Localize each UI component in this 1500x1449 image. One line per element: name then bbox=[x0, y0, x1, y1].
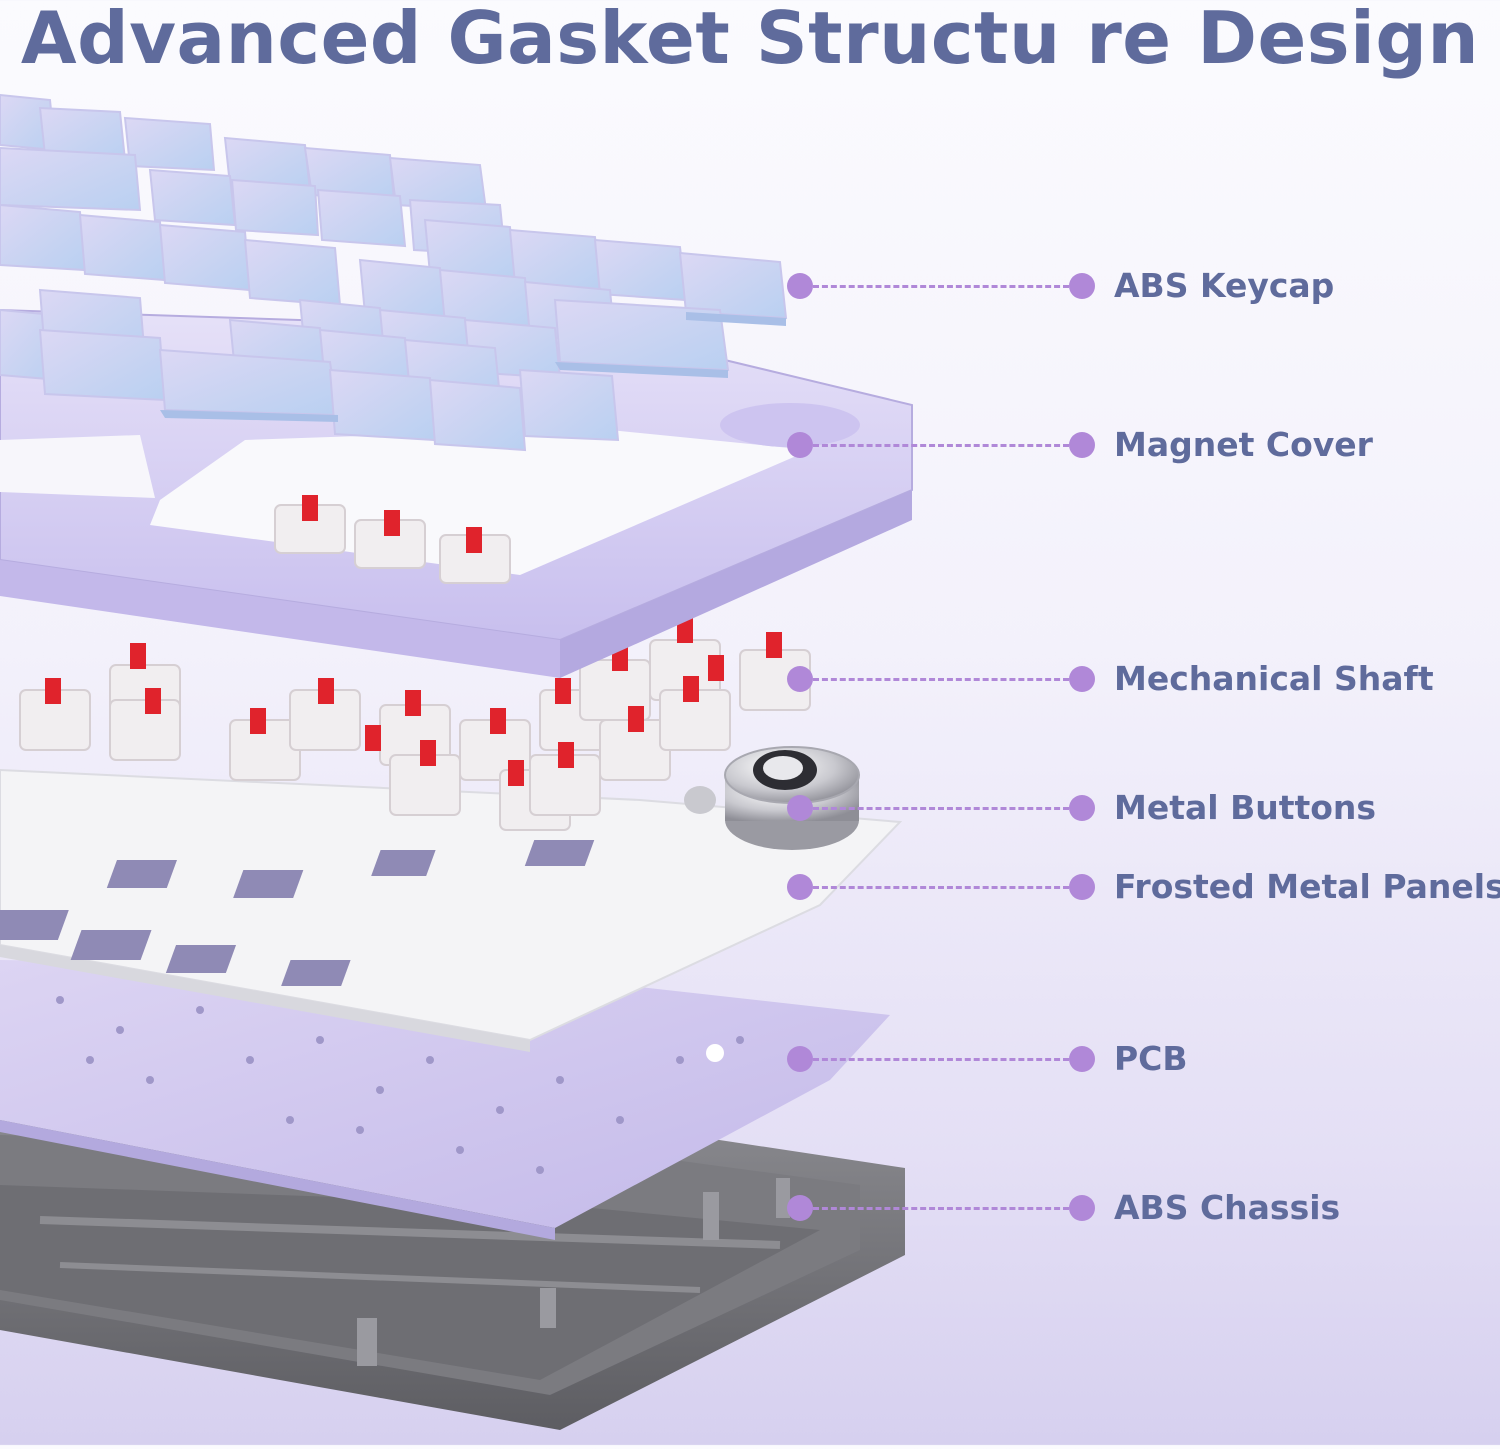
callout-label: ABS Keycap bbox=[1114, 266, 1335, 305]
callout-label: Mechanical Shaft bbox=[1114, 659, 1434, 698]
callout-dot-start bbox=[787, 666, 813, 692]
frosted-metal-panel-layer bbox=[0, 768, 903, 1052]
mechanical-shaft-layer bbox=[19, 617, 811, 831]
callout-dashed-line bbox=[813, 285, 1069, 288]
callout-dashed-line bbox=[813, 1058, 1069, 1061]
callout-dot-start bbox=[787, 432, 813, 458]
magnet-cover-layer bbox=[0, 308, 913, 678]
abs-chassis-layer bbox=[0, 1110, 905, 1430]
callout-dot-start bbox=[787, 1046, 813, 1072]
callout-magnet-cover: Magnet Cover bbox=[780, 420, 1500, 470]
callout-dot-end bbox=[1069, 432, 1095, 458]
pcb-layer bbox=[0, 960, 890, 1240]
callout-abs-chassis: ABS Chassis bbox=[780, 1183, 1500, 1233]
callout-dot-end bbox=[1069, 1195, 1095, 1221]
callout-dot-end bbox=[1069, 795, 1095, 821]
callout-dot-end bbox=[1069, 666, 1095, 692]
callout-label: Metal Buttons bbox=[1114, 788, 1377, 827]
callout-dot-end bbox=[1069, 874, 1095, 900]
callout-dot-start bbox=[787, 1195, 813, 1221]
callout-metal-buttons: Metal Buttons bbox=[780, 783, 1500, 833]
callout-dot-start bbox=[787, 874, 813, 900]
callout-dashed-line bbox=[813, 807, 1069, 810]
callout-dashed-line bbox=[813, 886, 1069, 889]
callout-abs-keycap: ABS Keycap bbox=[780, 261, 1500, 311]
callout-mechanical-shaft: Mechanical Shaft bbox=[780, 654, 1500, 704]
callout-dashed-line bbox=[813, 678, 1069, 681]
callout-dot-start bbox=[787, 273, 813, 299]
callout-pcb: PCB bbox=[780, 1034, 1500, 1084]
callout-dot-end bbox=[1069, 273, 1095, 299]
callout-dot-start bbox=[787, 795, 813, 821]
callout-label: Magnet Cover bbox=[1114, 425, 1373, 464]
callout-label: Frosted Metal Panels bbox=[1114, 867, 1500, 906]
callout-frosted-metal-panels: Frosted Metal Panels bbox=[780, 862, 1500, 912]
callout-dot-end bbox=[1069, 1046, 1095, 1072]
callout-label: ABS Chassis bbox=[1114, 1188, 1341, 1227]
page-title: Advanced Gasket Structu re Design bbox=[20, 0, 1480, 80]
callout-dashed-line bbox=[813, 1207, 1069, 1210]
abs-keycap-layer bbox=[0, 93, 788, 452]
callout-label: PCB bbox=[1114, 1039, 1188, 1078]
callout-dashed-line bbox=[813, 444, 1069, 447]
